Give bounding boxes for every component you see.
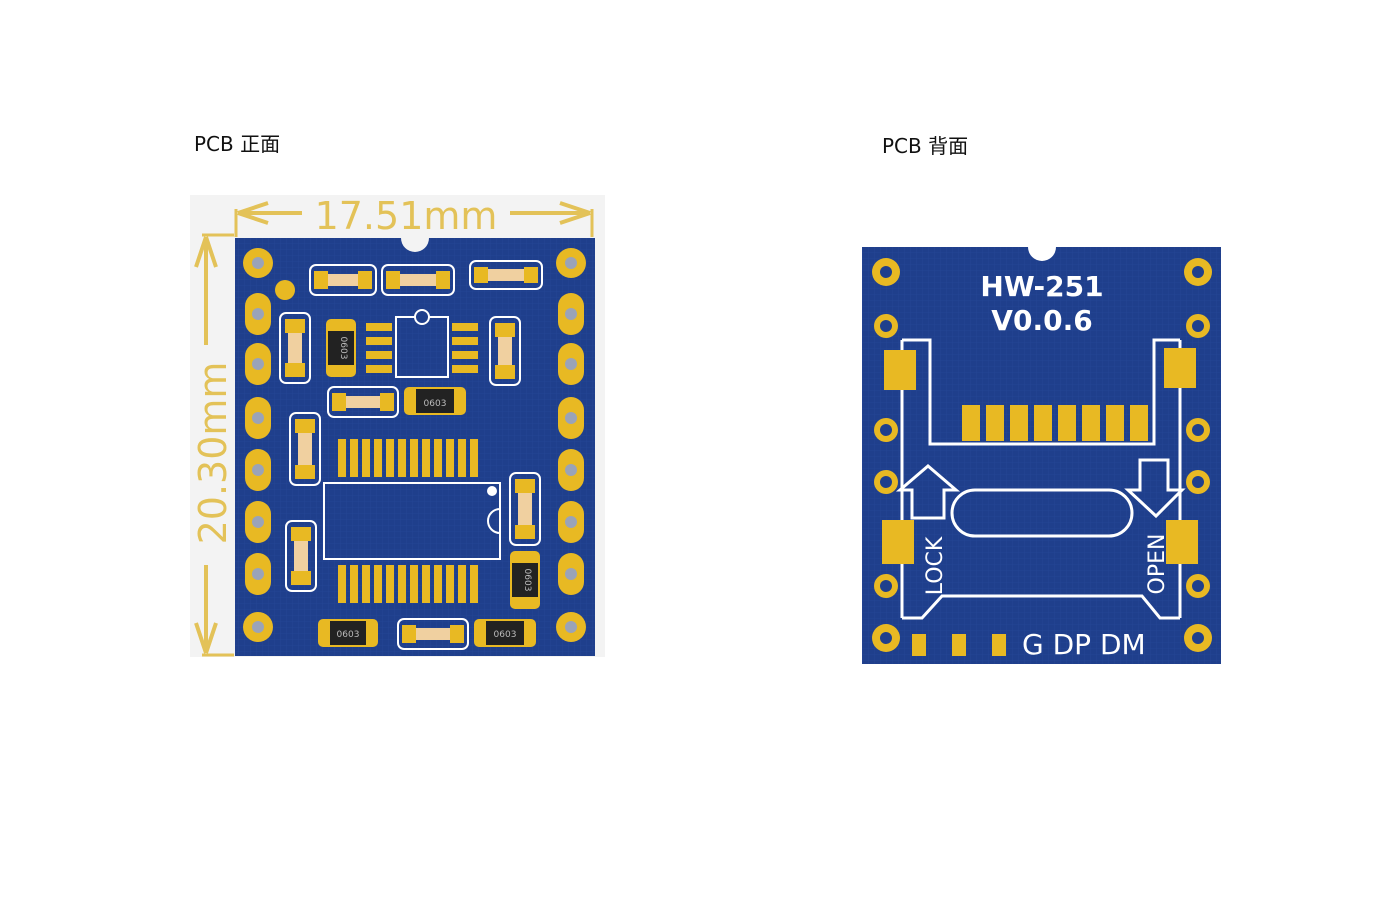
svg-text:0603: 0603 [494,630,517,640]
svg-text:0603: 0603 [522,569,532,592]
ic-main [323,439,501,603]
model-label: HW-251 [980,270,1103,303]
resistor-0603-e: 0603 [474,619,536,647]
resistor-0603-c: 0603 [510,551,540,609]
resistor-0603-d: 0603 [318,619,378,647]
open-label: OPEN [1145,534,1170,595]
resistor-0603-b: 0603 [404,387,466,415]
board-notch [1028,233,1056,261]
svg-text:0603: 0603 [424,399,447,409]
slot-anchor-pads [882,348,1198,564]
right-header-pads [556,248,586,642]
pin-labels: G DP DM [1022,628,1146,661]
open-arrow-icon [1124,458,1186,519]
pcb-back-svg: HW-251 V0.0.6 LOCK OPEN G DP DM [862,233,1221,664]
pcb-back-image: HW-251 V0.0.6 LOCK OPEN G DP DM [862,233,1224,670]
edge-pads [872,258,1212,652]
ic-sop8 [366,309,478,378]
left-header-pads [243,248,273,642]
front-caption: PCB 正面 [194,132,281,156]
pcb-front-image: 0603 0603 0603 0603 0603 [190,194,610,669]
pcb-front-svg: 0603 0603 0603 0603 0603 [190,194,605,657]
usb-pads [912,634,1006,656]
lock-label: LOCK [923,536,948,595]
svg-text:20.30mm: 20.30mm [191,362,235,545]
card-contact-pads [962,405,1148,441]
back-caption: PCB 背面 [882,134,969,158]
svg-text:17.51mm: 17.51mm [315,195,498,238]
board-notch [401,224,429,252]
component-pads [285,267,538,643]
width-dimension: 17.51mm [234,194,594,238]
version-label: V0.0.6 [991,304,1092,337]
test-pad [275,280,295,300]
lock-arrow-icon [895,464,961,520]
height-dimension: 20.30mm [191,233,235,657]
passive-components [279,260,543,650]
svg-text:0603: 0603 [338,337,348,360]
svg-text:0603: 0603 [337,630,360,640]
resistor-0603-a: 0603 [326,319,356,377]
